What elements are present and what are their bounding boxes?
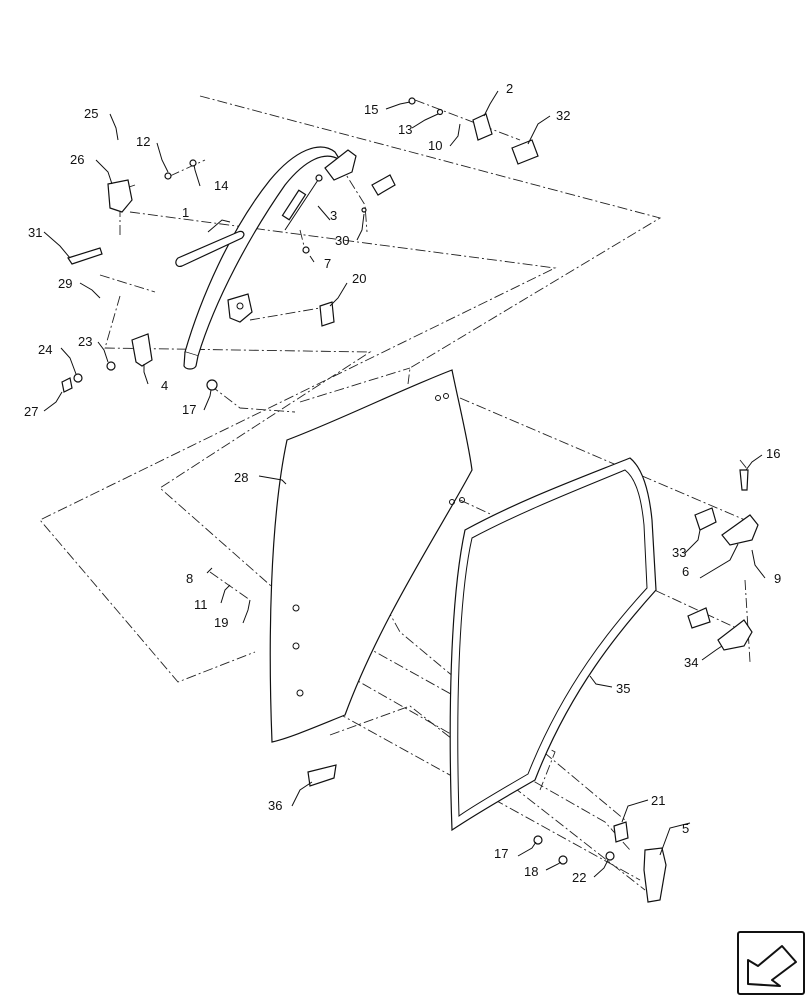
callout-20: 20 xyxy=(352,271,366,286)
callout-29: 29 xyxy=(58,276,72,291)
callout-30: 30 xyxy=(335,233,349,248)
callout-17-upper: 17 xyxy=(182,402,196,417)
callout-35: 35 xyxy=(616,681,630,696)
callout-4: 4 xyxy=(161,378,168,393)
door-seal xyxy=(449,457,657,832)
callout-3: 3 xyxy=(330,208,337,223)
callout-22: 22 xyxy=(572,870,586,885)
lower-hinge-assembly xyxy=(227,293,253,323)
callout-11: 11 xyxy=(194,597,208,612)
callout-19: 19 xyxy=(214,615,228,630)
callout-25: 25 xyxy=(84,106,98,121)
callout-13: 13 xyxy=(398,122,412,137)
handrail xyxy=(175,230,245,267)
callout-15: 15 xyxy=(364,102,378,117)
callout-31: 31 xyxy=(28,225,42,240)
small-hardware xyxy=(61,97,539,393)
callout-16: 16 xyxy=(766,446,780,461)
callout-labels: 1 2 3 4 5 6 7 8 9 10 11 12 13 14 15 16 1… xyxy=(24,81,781,885)
callout-34: 34 xyxy=(684,655,698,670)
callout-5: 5 xyxy=(682,821,689,836)
callout-2: 2 xyxy=(506,81,513,96)
callout-28: 28 xyxy=(234,470,248,485)
door-glass xyxy=(269,369,473,743)
callout-27: 27 xyxy=(24,404,38,419)
gas-strut xyxy=(281,174,323,231)
callout-23: 23 xyxy=(78,334,92,349)
callout-33: 33 xyxy=(672,545,686,560)
callout-14: 14 xyxy=(214,178,228,193)
callout-8: 8 xyxy=(186,571,193,586)
callout-36: 36 xyxy=(268,798,282,813)
callout-26: 26 xyxy=(70,152,84,167)
door-frame-tube xyxy=(183,146,341,370)
right-side-hardware xyxy=(307,469,759,903)
callout-9: 9 xyxy=(774,571,781,586)
callout-10: 10 xyxy=(428,138,442,153)
leader-lines xyxy=(43,90,766,878)
callout-24: 24 xyxy=(38,342,52,357)
upper-hinge-bracket xyxy=(324,149,396,196)
callout-32: 32 xyxy=(556,108,570,123)
return-arrow-icon[interactable] xyxy=(737,931,805,995)
callout-7: 7 xyxy=(324,256,331,271)
callout-17-lower: 17 xyxy=(494,846,508,861)
callout-18: 18 xyxy=(524,864,538,879)
callout-21: 21 xyxy=(651,793,665,808)
callout-6: 6 xyxy=(682,564,689,579)
callout-1: 1 xyxy=(182,205,189,220)
callout-12: 12 xyxy=(136,134,150,149)
